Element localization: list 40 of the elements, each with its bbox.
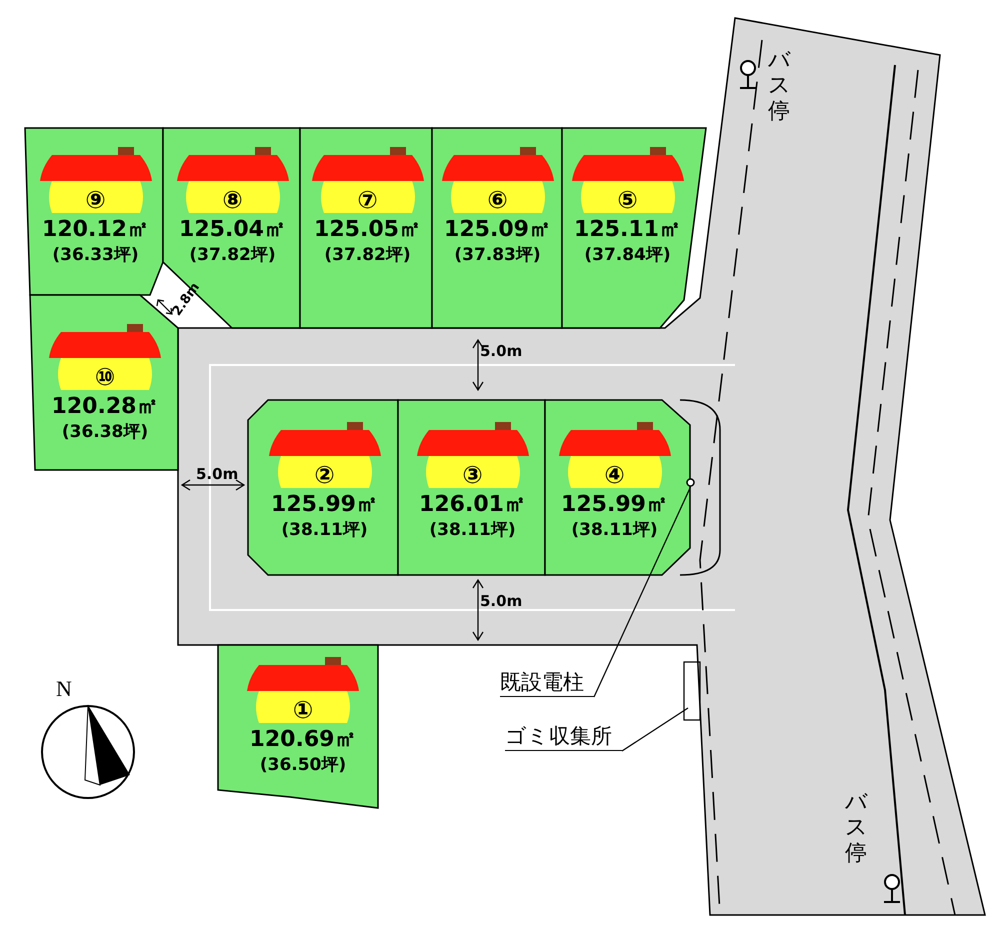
lot-area: 125.05㎡ (314, 217, 421, 243)
lot-number: ⑨ (85, 187, 106, 213)
lot-area: 126.01㎡ (419, 492, 526, 518)
leader-line (622, 708, 688, 752)
lot-number: ④ (604, 462, 625, 488)
lot-area-tsubo: (36.38坪) (62, 421, 148, 444)
lot-area-tsubo: (36.33坪) (52, 244, 139, 267)
bus-stop-label: バス停 (768, 48, 792, 124)
dimension-label: 5.0m (196, 465, 238, 483)
lot-area: 120.69㎡ (250, 727, 356, 753)
lot-number: ⑥ (487, 187, 508, 213)
leader-line (593, 486, 692, 698)
lot-number: ② (314, 462, 335, 488)
lot-area: 120.28㎡ (52, 394, 158, 420)
lot-area-tsubo: (36.50坪) (260, 754, 346, 777)
lot-area: 125.99㎡ (561, 492, 668, 518)
lot-area-tsubo: (38.11坪) (429, 519, 516, 542)
lot-number: ⑦ (357, 187, 378, 213)
lot-number: ⑩ (94, 364, 116, 390)
lot-area: 125.99㎡ (271, 492, 378, 518)
lot-number: ① (292, 697, 314, 723)
lot-number: ③ (462, 462, 483, 488)
lot-area-tsubo: (38.11坪) (281, 519, 368, 542)
lot-area: 120.12㎡ (42, 217, 149, 243)
bus-stop-label: バス停 (845, 790, 868, 866)
lot-area: 125.04㎡ (179, 217, 286, 243)
dimension-label: 5.0m (480, 342, 522, 360)
callout-text: ゴミ収集所 (505, 722, 622, 751)
lot-area: 125.11㎡ (574, 217, 681, 243)
dimension-label: 5.0m (480, 592, 522, 610)
lot-number: ⑤ (617, 187, 638, 213)
callout-text: 既設電柱 (500, 668, 594, 697)
lot-area-tsubo: (37.82坪) (189, 244, 276, 267)
lot-number: ⑧ (222, 187, 243, 213)
lot-area-tsubo: (37.83坪) (454, 244, 541, 267)
lot-area-tsubo: (38.11坪) (571, 519, 658, 542)
lot-area: 125.09㎡ (444, 217, 551, 243)
compass-label: N (56, 676, 72, 702)
lot-area-tsubo: (37.84坪) (584, 244, 671, 267)
lot-area-tsubo: (37.82坪) (324, 244, 411, 267)
